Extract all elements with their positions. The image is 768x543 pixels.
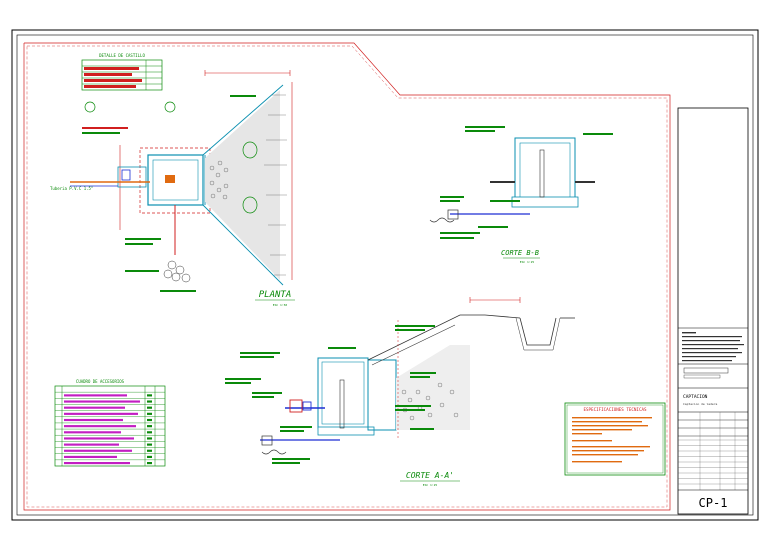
accessories-table-row-text [64, 418, 123, 422]
section-aa-title: CORTE A-A' [406, 471, 454, 480]
plan-marker-circle-left [84, 101, 96, 113]
accessories-table-row-qty [147, 462, 152, 465]
title-block-project: CAPTACION [683, 394, 708, 400]
accessories-table-rows [55, 391, 165, 465]
accessories-table-row-qty [147, 406, 152, 409]
accessories-table-row-text [64, 455, 117, 458]
accessories-table-row-qty [147, 394, 152, 397]
accessories-table-row-text [64, 394, 127, 397]
drawing-boundary [23, 42, 671, 511]
plan-details-title: DETALLE DE CASTILLO [99, 53, 145, 58]
section-bb-scale: ESC 1:25 [520, 260, 535, 264]
title-block-sheet-number: CP-1 [699, 496, 728, 510]
accessories-table-row-qty [147, 443, 152, 446]
section-aa-scale: ESC 1:25 [423, 483, 438, 487]
accessories-table-row-qty [147, 437, 152, 440]
accessories-table-row-text [64, 449, 132, 452]
section-bb-title: CORTE B-B [501, 249, 539, 257]
accessories-table-row-text [64, 462, 130, 465]
plan-chamber [147, 154, 204, 206]
specs-box: ESPECIFICACIONES TECNICAS [564, 402, 666, 476]
accessories-table-row-text [64, 437, 134, 440]
sheet-outer-frame [11, 29, 759, 521]
plan-marker-circle-right [164, 101, 176, 113]
accessories-table-row-qty [147, 418, 152, 422]
specs-box-title: ESPECIFICACIONES TECNICAS [583, 407, 647, 412]
title-block: CAPTACION Captacion de ladera CP-1 [677, 107, 749, 515]
accessories-table-row-qty [147, 400, 152, 403]
accessories-table-row-qty [147, 455, 152, 458]
plan-view: DETALLE DE CASTILLO [50, 53, 295, 307]
drawing-boundary-inner [26, 45, 668, 508]
accessories-table-row-text [64, 443, 119, 446]
accessories-table-row-text [64, 425, 136, 428]
accessories-table-row-qty [147, 425, 152, 428]
plan-pipe-label: Tuberia P.V.C 1.5" [50, 186, 93, 191]
accessories-table-row-qty [147, 412, 152, 415]
title-block-grid [678, 412, 748, 490]
accessories-table-title: CUADRO DE ACCESORIOS [76, 379, 125, 384]
accessories-table-row-text [64, 431, 121, 434]
accessories-table: CUADRO DE ACCESORIOS [54, 379, 166, 467]
section-aa-view: CORTE A-A' ESC 1:25 [225, 297, 575, 487]
accessories-table-row-qty [147, 431, 152, 434]
title-block-subtitle: Captacion de ladera [683, 402, 718, 406]
plan-scale: ESC 1:50 [273, 303, 288, 307]
accessories-table-row-text [64, 406, 125, 409]
section-bb-view: CORTE B-B ESC 1:25 [429, 126, 613, 264]
plan-title: PLANTA [259, 290, 292, 300]
accessories-table-row-text [64, 400, 140, 403]
accessories-table-row-text [64, 412, 138, 415]
plan-details-table: DETALLE DE CASTILLO [81, 53, 163, 91]
sheet-inner-frame [16, 34, 754, 516]
accessories-table-row-qty [147, 449, 152, 452]
